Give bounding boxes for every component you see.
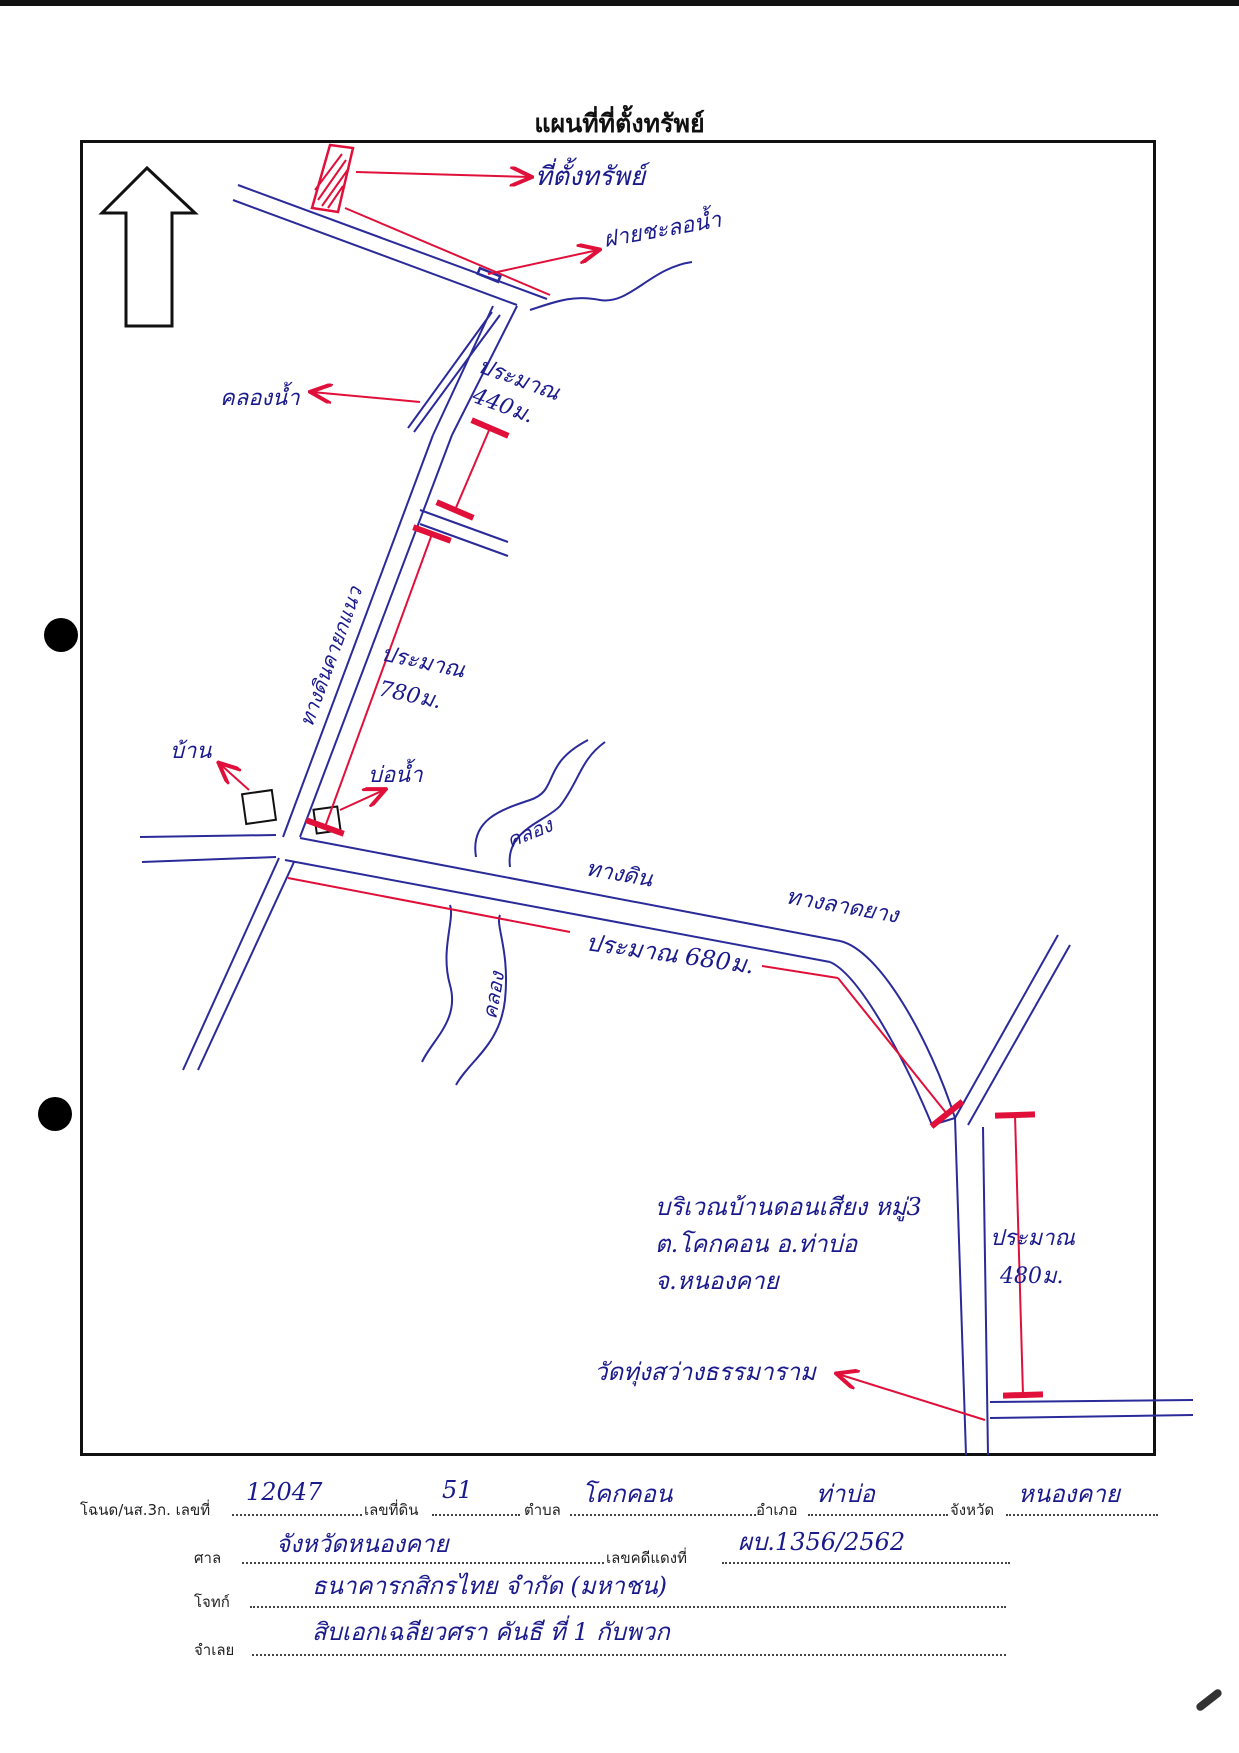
district-dots — [808, 1514, 948, 1516]
land-number: 51 — [442, 1476, 473, 1504]
area-line-3: จ.หนองคาย — [655, 1267, 781, 1295]
court-dots — [242, 1562, 604, 1564]
canal-beside-road — [407, 311, 501, 433]
case-label: เลขคดีแดงที่ — [606, 1549, 687, 1567]
area-line-1: บริเวณบ้านดอนเสียง หมู่3 — [655, 1193, 922, 1222]
defendant-value: สิบเอกเฉลียวศรา คันธี ที่ 1 กับพวก — [312, 1618, 670, 1646]
label-approx-480-line1: ประมาณ — [990, 1226, 1075, 1251]
page-title: แผนที่ที่ตั้งทรัพย์ — [534, 109, 705, 138]
province-dots — [1006, 1514, 1158, 1516]
court-value: จังหวัดหนองคาย — [276, 1530, 449, 1558]
land-no-label: เลขที่ดิน — [364, 1501, 419, 1519]
area-line-2: ต.โคกคอน อ.ท่าบ่อ — [655, 1230, 859, 1258]
label-approx-480-line2: 480ม. — [999, 1264, 1064, 1289]
map-frame — [80, 140, 1156, 1456]
defendant-dots — [252, 1654, 1006, 1656]
deed-dots — [232, 1514, 362, 1516]
case-number: ผบ.1356/2562 — [738, 1528, 906, 1556]
property-parcel — [310, 143, 355, 214]
distance-lines — [287, 417, 1044, 1399]
case-dots — [722, 1562, 1010, 1564]
punch-hole-upper — [44, 618, 78, 652]
stream-north — [529, 261, 693, 311]
plaintiff-dots — [250, 1606, 1006, 1608]
canal-north-crossing — [474, 739, 606, 868]
scan-top-edge — [0, 0, 1239, 6]
label-house: บ้าน — [170, 739, 212, 764]
district-label: อำเภอ — [756, 1501, 798, 1519]
province-label: จังหวัด — [950, 1501, 995, 1519]
road-west — [139, 834, 277, 863]
deed-number: 12047 — [246, 1478, 323, 1506]
north-arrow-icon — [98, 165, 199, 328]
road-dirt-eastwest — [284, 837, 956, 1126]
canal-south-crossing — [421, 904, 507, 1086]
label-canal-water: คลองน้ำ — [220, 381, 300, 411]
punch-hole-lower — [38, 1097, 72, 1131]
house-symbol — [240, 788, 278, 826]
label-well: บ่อน้ำ — [368, 758, 423, 788]
label-property: ที่ตั้งทรัพย์ — [535, 157, 650, 192]
plaintiff-value: ธนาคารกสิกรไทย จำกัด (มหาชน) — [312, 1572, 667, 1600]
district-value: ท่าบ่อ — [816, 1480, 875, 1508]
subdistrict-value: โคกคอน — [582, 1480, 673, 1508]
court-label: ศาล — [194, 1549, 222, 1567]
subdistrict-dots — [570, 1514, 756, 1516]
plaintiff-label: โจทก์ — [194, 1593, 230, 1611]
label-area-description: บริเวณบ้านดอนเสียง หมู่3 ต.โคกคอน อ.ท่าบ… — [655, 1193, 929, 1295]
defendant-label: จำเลย — [194, 1641, 235, 1659]
subdistrict-label: ตำบล — [524, 1501, 561, 1519]
label-approx-480: ประมาณ 480ม. — [990, 1226, 1082, 1289]
land-no-dots — [432, 1514, 520, 1516]
label-temple: วัดทุ่งสว่างธรรมาราม — [594, 1358, 817, 1387]
deed-label: โฉนด/นส.3ก. เลขที่ — [80, 1501, 211, 1519]
weir-symbol — [476, 266, 502, 284]
province-value: หนองคาย — [1018, 1480, 1120, 1508]
